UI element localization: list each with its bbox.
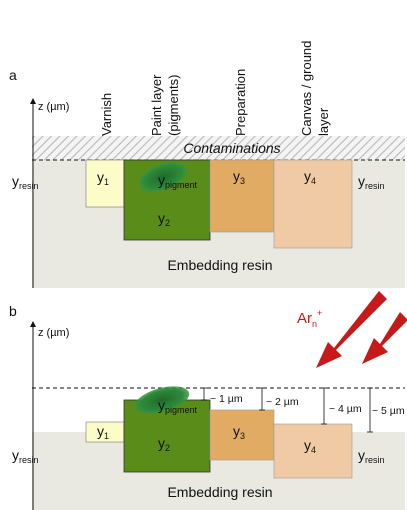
- label-y-pigment-b: ypigment: [158, 397, 198, 415]
- contamination-band: [32, 136, 405, 160]
- embedding-resin-label-b: Embedding resin: [167, 484, 272, 500]
- label-y-pigment-a: ypigment: [158, 172, 198, 190]
- depth-marker-1: [201, 387, 207, 401]
- depth-marker-5: [367, 387, 373, 433]
- label-y3-b: y3: [233, 423, 245, 441]
- pigment-particle-b: [134, 386, 190, 414]
- contaminations-label: Contaminations: [183, 140, 280, 156]
- ion-label: Arn+: [297, 308, 322, 329]
- pigment-particle-a: [139, 162, 187, 192]
- embedding-resin-label-a: Embedding resin: [167, 257, 272, 273]
- depth-label-5: ~ 5 µm: [372, 405, 405, 417]
- label-y4-a: y4: [304, 168, 316, 186]
- depth-label-1: ~ 1 µm: [210, 393, 243, 405]
- label-y2-a: y2: [158, 210, 170, 228]
- ion-arrow-right: [362, 312, 407, 364]
- panel-b: b z (µm) ~ 1 µm ~ 2 µm: [9, 291, 407, 510]
- header-canvas-line1: Canvas / ground: [299, 41, 314, 136]
- label-y-resin-right-b: yresin: [358, 447, 385, 465]
- ion-beam-arrows: [316, 291, 407, 368]
- depth-marker-2: [259, 387, 265, 411]
- preparation-layer-a: [209, 159, 275, 233]
- label-y4-b: y4: [304, 437, 316, 455]
- depth-label-2: ~ 2 µm: [266, 396, 299, 408]
- preparation-layer-b: [209, 409, 275, 461]
- panel-a: a Contaminations z (µm) Varnish Paint la…: [9, 41, 405, 288]
- label-y2-b: y2: [158, 435, 170, 453]
- label-y-resin-left-a: yresin: [12, 173, 39, 191]
- label-y1-b: y1: [97, 423, 109, 441]
- label-y-resin-right-a: yresin: [358, 173, 385, 191]
- depth-marker-4: [321, 387, 327, 425]
- z-axis-label-b: z (µm): [38, 327, 69, 339]
- varnish-layer-a: [85, 159, 125, 208]
- header-canvas-line2: layer: [316, 107, 331, 136]
- panel-b-label: b: [9, 303, 17, 319]
- header-paint-line2: (pigments): [166, 75, 181, 136]
- header-preparation: Preparation: [233, 69, 248, 136]
- label-y3-a: y3: [233, 168, 245, 186]
- panel-a-label: a: [9, 67, 17, 83]
- canvas-layer-b: [273, 423, 353, 479]
- header-varnish: Varnish: [99, 93, 114, 136]
- z-axis-label-a: z (µm): [38, 101, 69, 113]
- label-y-resin-left-b: yresin: [12, 447, 39, 465]
- label-y1-a: y1: [97, 169, 109, 187]
- canvas-layer-a: [273, 159, 353, 249]
- ion-arrow-left: [316, 291, 387, 368]
- header-paint-line1: Paint layer: [149, 74, 164, 136]
- depth-label-4: ~ 4 µm: [329, 403, 362, 415]
